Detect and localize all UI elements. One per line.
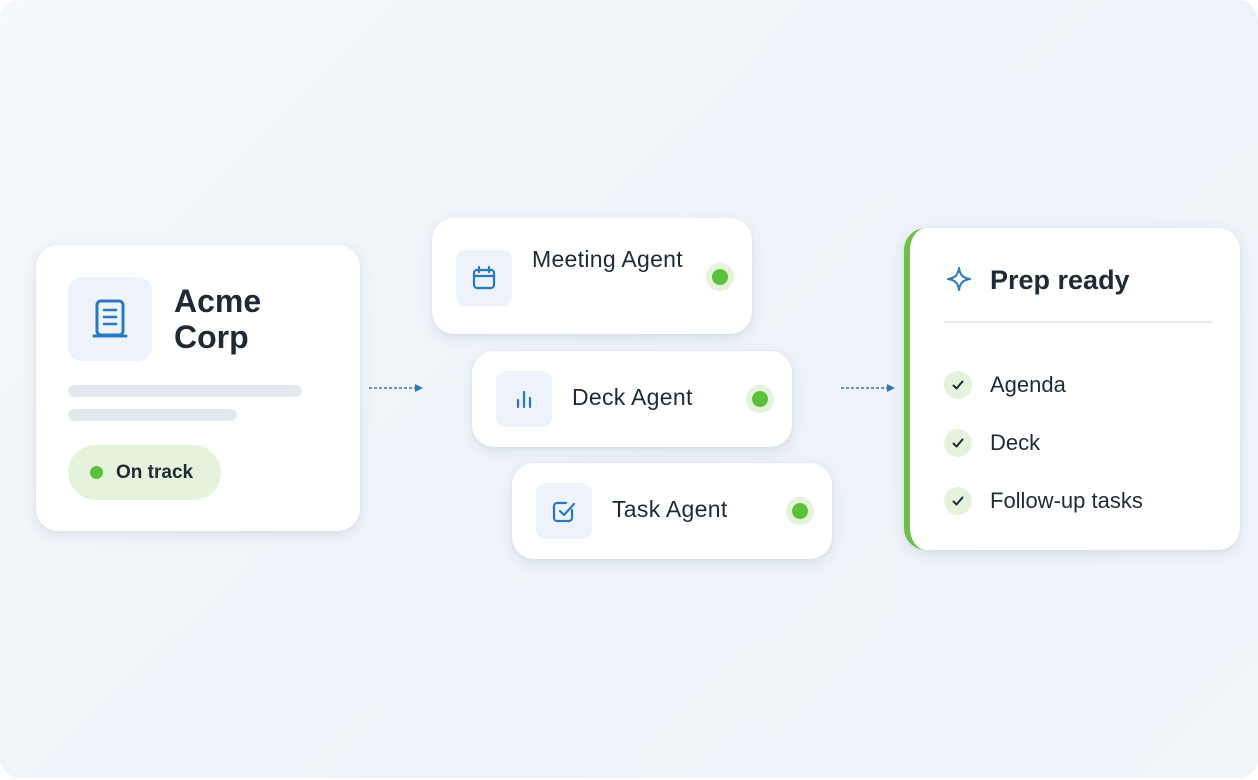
bar-chart-icon	[516, 390, 532, 409]
agent-card-deck[interactable]: Deck Agent	[472, 351, 792, 447]
check-icon	[944, 371, 972, 399]
flow-arrow-icon	[841, 384, 895, 392]
prep-ready-card[interactable]: Prep ready Agenda Deck Follow-up tasks	[904, 228, 1240, 550]
agent-label: Meeting Agent	[532, 246, 683, 272]
agent-card-meeting[interactable]: Meeting Agent	[432, 218, 752, 334]
skeleton-line	[68, 385, 302, 397]
status-dot	[90, 466, 103, 479]
checklist-label: Follow-up tasks	[990, 488, 1143, 513]
check-icon	[944, 429, 972, 457]
sparkle-icon	[947, 267, 971, 291]
agent-icon-box	[536, 483, 592, 539]
agent-label: Task Agent	[612, 496, 728, 522]
agent-status-indicator	[746, 385, 774, 413]
agent-card-task[interactable]: Task Agent	[512, 463, 832, 559]
divider	[944, 321, 1212, 323]
skeleton-line	[68, 409, 237, 421]
company-name: Acme Corp	[174, 283, 262, 355]
agent-icon-box	[496, 371, 552, 427]
card-title: Prep ready	[990, 265, 1130, 295]
agent-icon-box	[456, 250, 512, 306]
checklist-label: Deck	[990, 430, 1041, 455]
checklist: Agenda Deck Follow-up tasks	[944, 356, 1143, 530]
calendar-icon	[472, 265, 496, 290]
status-label: On track	[116, 461, 194, 483]
checklist-item: Deck	[944, 414, 1143, 472]
company-card[interactable]: Acme Corp On track	[36, 245, 360, 531]
agent-status-indicator	[706, 263, 734, 291]
checklist-label: Agenda	[990, 372, 1066, 397]
check-icon	[944, 487, 972, 515]
agent-label: Deck Agent	[572, 384, 693, 410]
building-icon	[92, 299, 128, 338]
company-icon-box	[68, 277, 152, 361]
checklist-item: Agenda	[944, 356, 1143, 414]
checkbox-icon	[552, 501, 576, 523]
agent-status-indicator	[786, 497, 814, 525]
status-badge: On track	[68, 445, 221, 500]
flow-arrow-icon	[369, 384, 423, 392]
checklist-item: Follow-up tasks	[944, 472, 1143, 530]
